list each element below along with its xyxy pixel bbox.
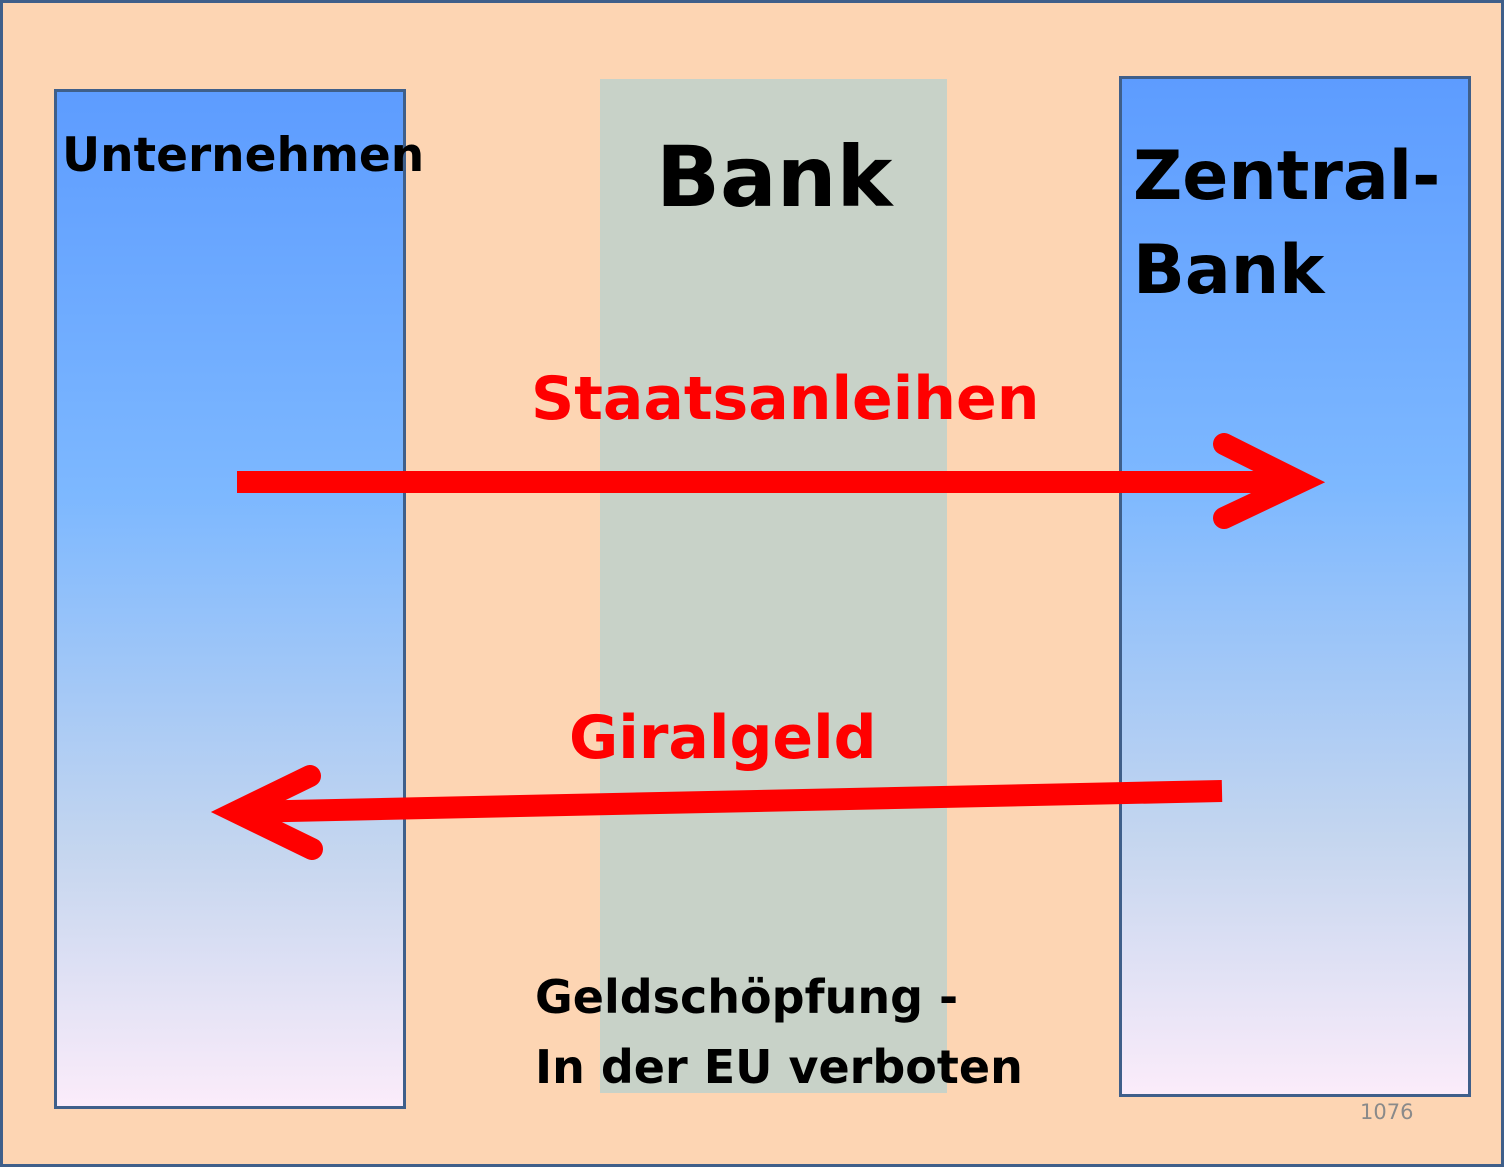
staatsanleihen-label: Staatsanleihen bbox=[531, 364, 1040, 434]
unternehmen-box bbox=[54, 89, 406, 1109]
note-line1: Geldschöpfung - bbox=[535, 970, 959, 1024]
zentralbank-label: Zentral- Bank bbox=[1133, 130, 1440, 318]
zentralbank-box bbox=[1119, 76, 1471, 1097]
geldschoepfung-note: Geldschöpfung - In der EU verboten bbox=[535, 962, 1023, 1102]
note-line2: In der EU verboten bbox=[535, 1040, 1023, 1094]
giralgeld-arrow bbox=[210, 765, 1223, 860]
staatsanleihen-arrow bbox=[237, 433, 1326, 529]
zentralbank-label-line1: Zentral- bbox=[1133, 137, 1441, 216]
bank-column bbox=[600, 79, 947, 1093]
zentralbank-label-line2: Bank bbox=[1133, 231, 1325, 310]
page-number: 1076 bbox=[1360, 1100, 1414, 1124]
giralgeld-label: Giralgeld bbox=[569, 703, 877, 773]
unternehmen-label: Unternehmen bbox=[62, 128, 425, 183]
bank-label: Bank bbox=[656, 128, 893, 226]
